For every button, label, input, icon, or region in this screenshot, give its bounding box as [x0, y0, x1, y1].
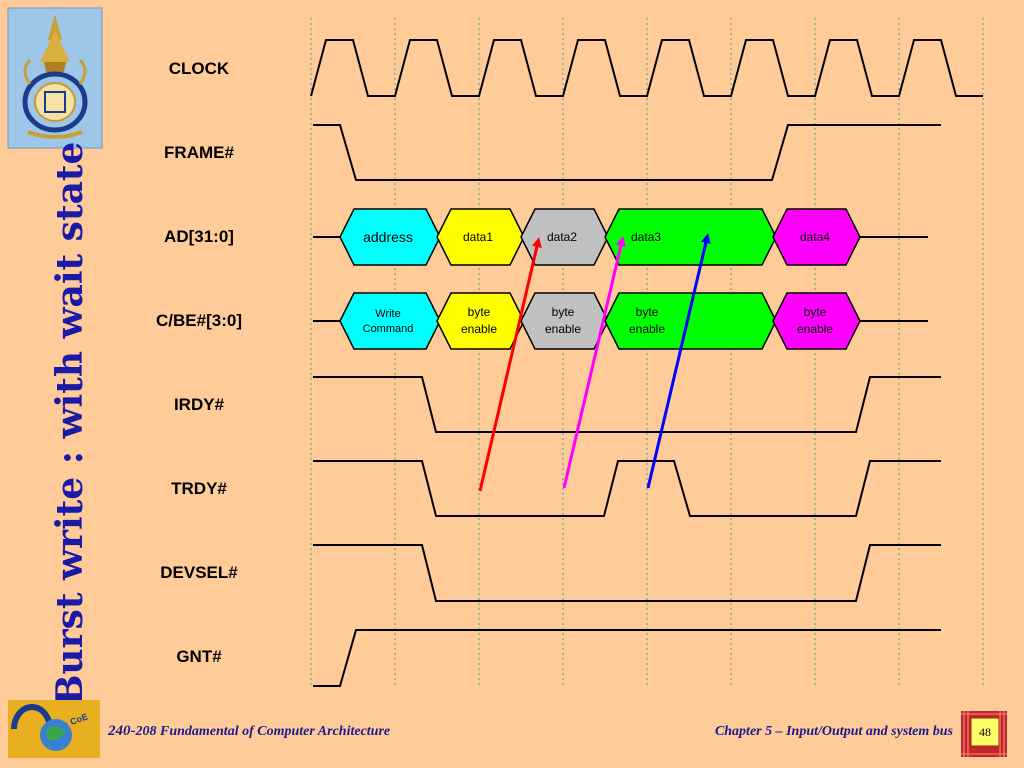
ad-label-data2: data2 [547, 230, 577, 244]
waveform-devsel [313, 544, 941, 602]
waveform-frame [313, 124, 941, 181]
waveform-trdy [313, 460, 941, 517]
signal-label-frame: FRAME# [164, 143, 234, 162]
cbe-bus-labels: Write Command byte enable byte enable by… [363, 305, 834, 336]
waveform-clock [310, 39, 983, 97]
cbe-label-4-line1: byte [636, 305, 659, 319]
waveforms [310, 39, 983, 687]
page-number-chip: 48 [961, 711, 1007, 757]
signal-label-devsel: DEVSEL# [160, 563, 238, 582]
ad-segment-data4 [772, 208, 861, 266]
signal-label-irdy: IRDY# [174, 395, 225, 414]
waveform-irdy [313, 376, 941, 433]
signal-label-ad: AD[31:0] [164, 227, 234, 246]
ad-label-data4: data4 [800, 230, 830, 244]
data-transfer-arrows [478, 233, 711, 492]
cbe-label-2-line1: byte [468, 305, 491, 319]
footer-course-title: 208 Fundamental of Computer Architecture [135, 724, 391, 739]
cbe-label-3-line2: enable [545, 322, 581, 336]
cbe-label-4-line2: enable [629, 322, 665, 336]
arrow-trdy-to-data3 [646, 233, 711, 489]
ad-label-data1: data1 [463, 230, 493, 244]
footer-chapter: Chapter 5 – Input/Output and system bus [715, 724, 954, 739]
cbe-segment-write-command [339, 292, 441, 350]
cbe-segment-byte-enable-1 [436, 292, 525, 350]
footer: 240-208 Fundamental of Computer Architec… [107, 723, 954, 739]
cbe-label-5-line1: byte [804, 305, 827, 319]
signal-label-gnt: GNT# [176, 647, 222, 666]
cbe-bus [339, 292, 861, 350]
signal-label-trdy: TRDY# [171, 479, 227, 498]
ad-bus-labels: address data1 data2 data3 data4 [363, 229, 830, 245]
cbe-segment-byte-enable-4 [772, 292, 861, 350]
arrow-trdy-to-data1 [478, 237, 542, 492]
ad-label-data3: data3 [631, 230, 661, 244]
cbe-label-1-line2: Command [363, 323, 414, 335]
cbe-label-5-line2: enable [797, 322, 833, 336]
signal-label-cbe: C/BE#[3:0] [156, 311, 242, 330]
clock-edge-guides [310, 18, 984, 688]
slide-title: Burst write : with wait state [49, 142, 91, 705]
ad-label-address: address [363, 229, 413, 245]
faculty-logo: CoE [8, 700, 100, 758]
footer-course-number: 240- [107, 723, 136, 739]
cbe-segment-byte-enable-2 [520, 292, 609, 350]
waveform-gnt [313, 629, 941, 687]
cbe-label-1-line1: Write [375, 308, 400, 320]
footer-course: 240-208 Fundamental of Computer Architec… [107, 723, 390, 739]
arrow-trdy-to-data2 [562, 236, 626, 489]
signal-label-clock: CLOCK [169, 59, 230, 78]
signal-labels: CLOCK FRAME# AD[31:0] C/BE#[3:0] IRDY# T… [156, 59, 242, 666]
university-emblem-logo [7, 7, 103, 149]
cbe-label-2-line2: enable [461, 322, 497, 336]
cbe-label-3-line1: byte [552, 305, 575, 319]
page-number: 48 [979, 725, 991, 739]
ad-bus [339, 208, 861, 266]
